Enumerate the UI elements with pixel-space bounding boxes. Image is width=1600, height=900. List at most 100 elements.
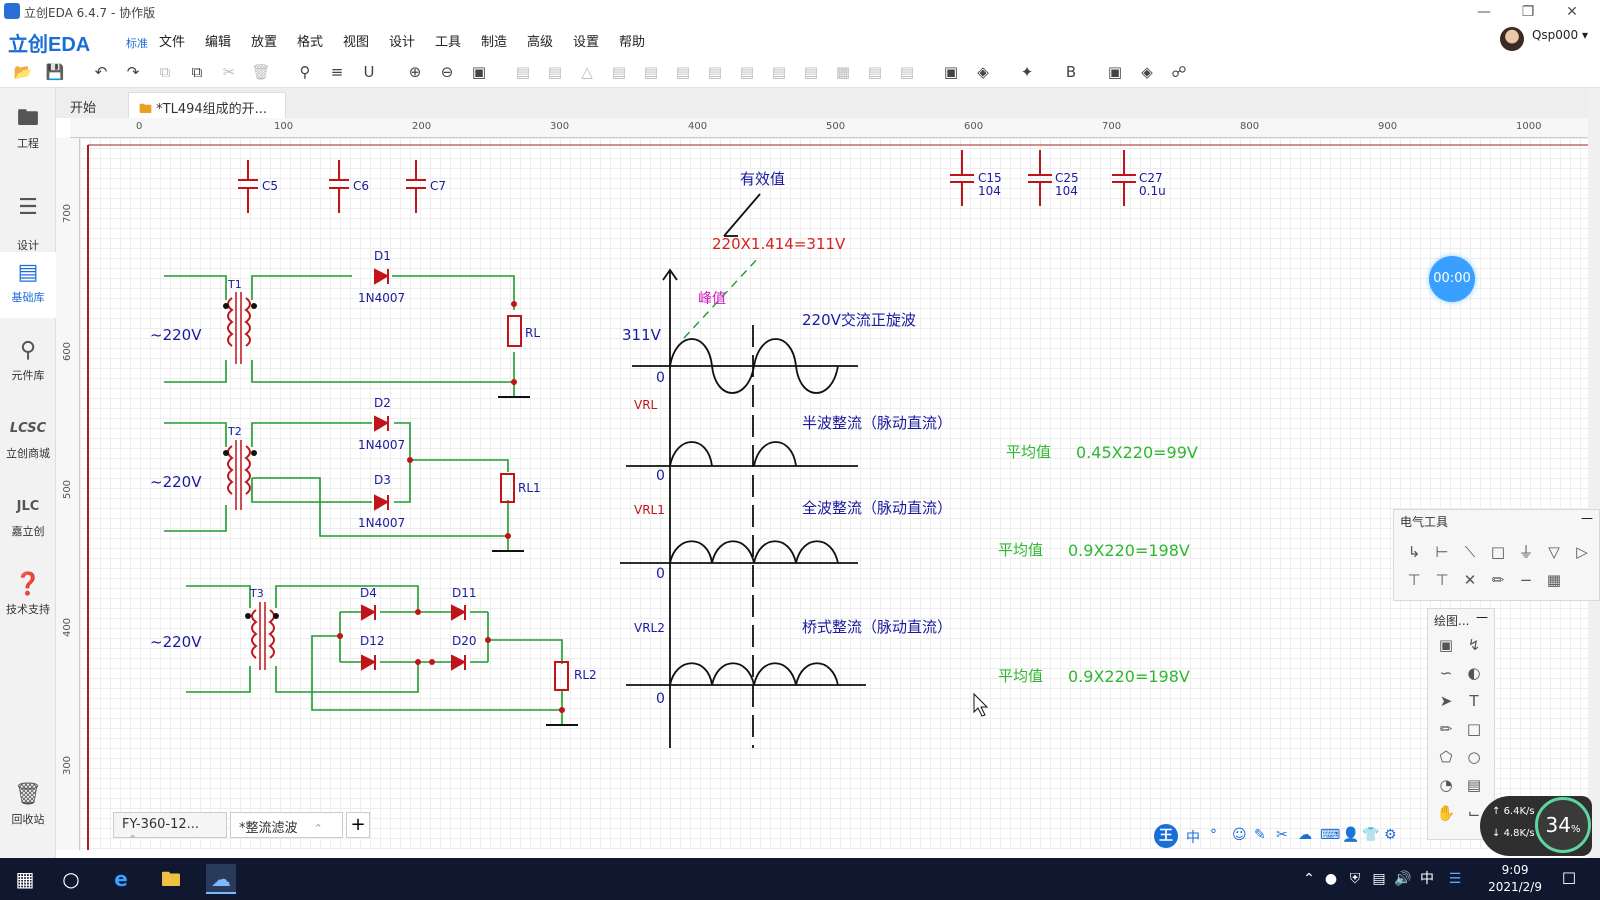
- tab-schematic[interactable]: 🖿 *TL494组成的开...: [128, 92, 286, 118]
- component-icon[interactable]: ▦: [1546, 571, 1562, 589]
- share-icon[interactable]: ☍: [1171, 63, 1187, 81]
- tray-chevron-icon[interactable]: ⌃: [1303, 871, 1315, 887]
- probe-icon[interactable]: ✏: [1491, 571, 1505, 589]
- text-cursor-icon[interactable]: U: [363, 63, 375, 81]
- line-icon[interactable]: ↯: [1467, 636, 1481, 654]
- drag-icon[interactable]: ⌙: [1467, 804, 1481, 822]
- wire-icon[interactable]: ↳: [1407, 543, 1421, 561]
- plus5v-icon[interactable]: ⊤: [1435, 571, 1449, 589]
- open-folder-icon[interactable]: 📂: [13, 63, 33, 81]
- ime-user-icon[interactable]: 👤: [1342, 827, 1360, 843]
- zoom-out-icon[interactable]: ⊖: [440, 63, 454, 81]
- align-middle-icon[interactable]: ▤: [771, 63, 787, 81]
- menu-view[interactable]: 视图: [343, 35, 370, 50]
- search-icon[interactable]: ⚲: [299, 63, 311, 81]
- no-connect-icon[interactable]: ✕: [1463, 571, 1477, 589]
- menu-place[interactable]: 放置: [251, 35, 278, 50]
- duplicate-icon[interactable]: ⧉: [191, 63, 203, 81]
- gnd-port-icon[interactable]: ▽: [1548, 543, 1560, 561]
- delete-icon[interactable]: 🗑: [251, 63, 271, 81]
- ime-mode-icon[interactable]: 中: [1186, 830, 1200, 846]
- easyeda-app-icon[interactable]: ☁: [206, 864, 236, 894]
- pie-icon[interactable]: ◔: [1439, 776, 1453, 794]
- camera-icon[interactable]: ▣: [943, 63, 959, 81]
- ime-logo-icon[interactable]: 王: [1154, 824, 1178, 848]
- copy-icon[interactable]: ⧉: [159, 63, 171, 81]
- netport-icon[interactable]: ▷: [1576, 543, 1588, 561]
- recording-timer[interactable]: 00:00: [1429, 256, 1475, 302]
- ime-settings-icon[interactable]: ⚙: [1384, 827, 1397, 843]
- pin-icon[interactable]: ✦: [1020, 63, 1034, 81]
- user-menu[interactable]: Qsp000 ▾: [1531, 28, 1588, 42]
- pencil-icon[interactable]: ✏: [1439, 720, 1453, 738]
- pin-icon[interactable]: −: [1519, 571, 1533, 589]
- net-label-icon[interactable]: □: [1490, 543, 1506, 561]
- ime-handwrite-icon[interactable]: ✎: [1254, 827, 1266, 843]
- layers-up-icon[interactable]: ◈: [977, 63, 989, 81]
- image-icon[interactable]: ▤: [1466, 776, 1482, 794]
- layers-icon[interactable]: ◈: [1141, 63, 1153, 81]
- sidebar-item-support[interactable]: ❓ 技术支持: [0, 572, 56, 617]
- ime-screenshot-icon[interactable]: ✂: [1276, 827, 1288, 843]
- ime-emoji-icon[interactable]: ☺: [1232, 827, 1247, 843]
- add-sheet-button[interactable]: +: [346, 812, 370, 838]
- find-replace-icon[interactable]: ≡: [330, 63, 344, 81]
- arc-icon[interactable]: ◐: [1467, 664, 1481, 682]
- network-icon[interactable]: ▤: [1372, 871, 1386, 887]
- sheet-tab-1[interactable]: FY-360-12... ⌃: [113, 812, 227, 846]
- bar-icon[interactable]: ▤: [867, 63, 883, 81]
- menu-help[interactable]: 帮助: [619, 35, 646, 50]
- windows-start-icon[interactable]: ▦: [15, 867, 35, 891]
- ime-tray-icon[interactable]: ☰: [1448, 871, 1462, 887]
- menu-format[interactable]: 格式: [297, 35, 324, 50]
- bus-entry-icon[interactable]: ⟍: [1464, 543, 1476, 561]
- vertical-scrollbar[interactable]: [1588, 88, 1600, 858]
- bom-icon[interactable]: B: [1065, 63, 1077, 81]
- close-button[interactable]: ✕: [1566, 4, 1578, 20]
- sheet-tab-2[interactable]: *整流滤波 ⌃: [230, 812, 343, 838]
- minimize-button[interactable]: —: [1477, 4, 1491, 20]
- redo-icon[interactable]: ↷: [126, 63, 140, 81]
- ground-icon[interactable]: ⏚: [1518, 543, 1534, 561]
- sidebar-item-component-lib[interactable]: ⚲ 元件库: [0, 338, 56, 383]
- ime-cloud-icon[interactable]: ☁: [1298, 827, 1312, 843]
- menu-tools[interactable]: 工具: [435, 35, 462, 50]
- menu-settings[interactable]: 设置: [573, 35, 600, 50]
- restore-button[interactable]: ❐: [1521, 4, 1535, 20]
- sidebar-item-jlc[interactable]: JLC 嘉立创: [0, 494, 56, 539]
- search-icon[interactable]: ○: [62, 867, 80, 891]
- save-icon[interactable]: 💾: [45, 63, 65, 81]
- image-frame-icon[interactable]: ▣: [1438, 636, 1454, 654]
- ie-browser-icon[interactable]: e: [114, 867, 128, 891]
- panel-collapse-button[interactable]: —: [1581, 511, 1593, 525]
- align-bottom-icon[interactable]: ▤: [643, 63, 659, 81]
- bezier-icon[interactable]: ∽: [1439, 664, 1453, 682]
- schematic-canvas[interactable]: C5 C6 C7 C15 104 C25 104 C27 0.1u: [80, 138, 1588, 850]
- ime-punct-icon[interactable]: °: [1210, 827, 1217, 843]
- ime-skin-icon[interactable]: 👕: [1362, 827, 1380, 843]
- align-right-icon[interactable]: △: [581, 63, 593, 81]
- align-left-icon[interactable]: ▤: [547, 63, 563, 81]
- ime-indicator[interactable]: 中: [1420, 871, 1434, 887]
- polygon-icon[interactable]: ⬠: [1439, 748, 1453, 766]
- ime-keyboard-icon[interactable]: ⌨: [1320, 827, 1341, 843]
- file-explorer-icon[interactable]: 🖿: [161, 867, 181, 891]
- rectangle-icon[interactable]: □: [1466, 720, 1482, 738]
- taskbar-clock[interactable]: 9:09 2021/2/9: [1488, 862, 1542, 896]
- image-export-icon[interactable]: ▣: [1107, 63, 1123, 81]
- avatar[interactable]: [1500, 27, 1524, 51]
- cut-icon[interactable]: ✂: [222, 63, 236, 81]
- text-icon[interactable]: T: [1469, 692, 1479, 710]
- sidebar-item-trash[interactable]: 🗑 回收站: [0, 782, 56, 827]
- circle-icon[interactable]: ○: [1467, 748, 1481, 766]
- align-top-icon[interactable]: ▤: [611, 63, 627, 81]
- fit-view-icon[interactable]: ▣: [471, 63, 487, 81]
- tab-start[interactable]: 开始: [70, 101, 97, 116]
- menu-file[interactable]: 文件: [159, 35, 186, 50]
- zoom-in-icon[interactable]: ⊕: [408, 63, 422, 81]
- mic-icon[interactable]: ●: [1324, 871, 1338, 887]
- arrow-icon[interactable]: ➤: [1439, 692, 1453, 710]
- grid-align-icon[interactable]: ▤: [803, 63, 819, 81]
- panel-collapse-button[interactable]: —: [1476, 610, 1488, 624]
- arrange-icon[interactable]: ▤: [899, 63, 915, 81]
